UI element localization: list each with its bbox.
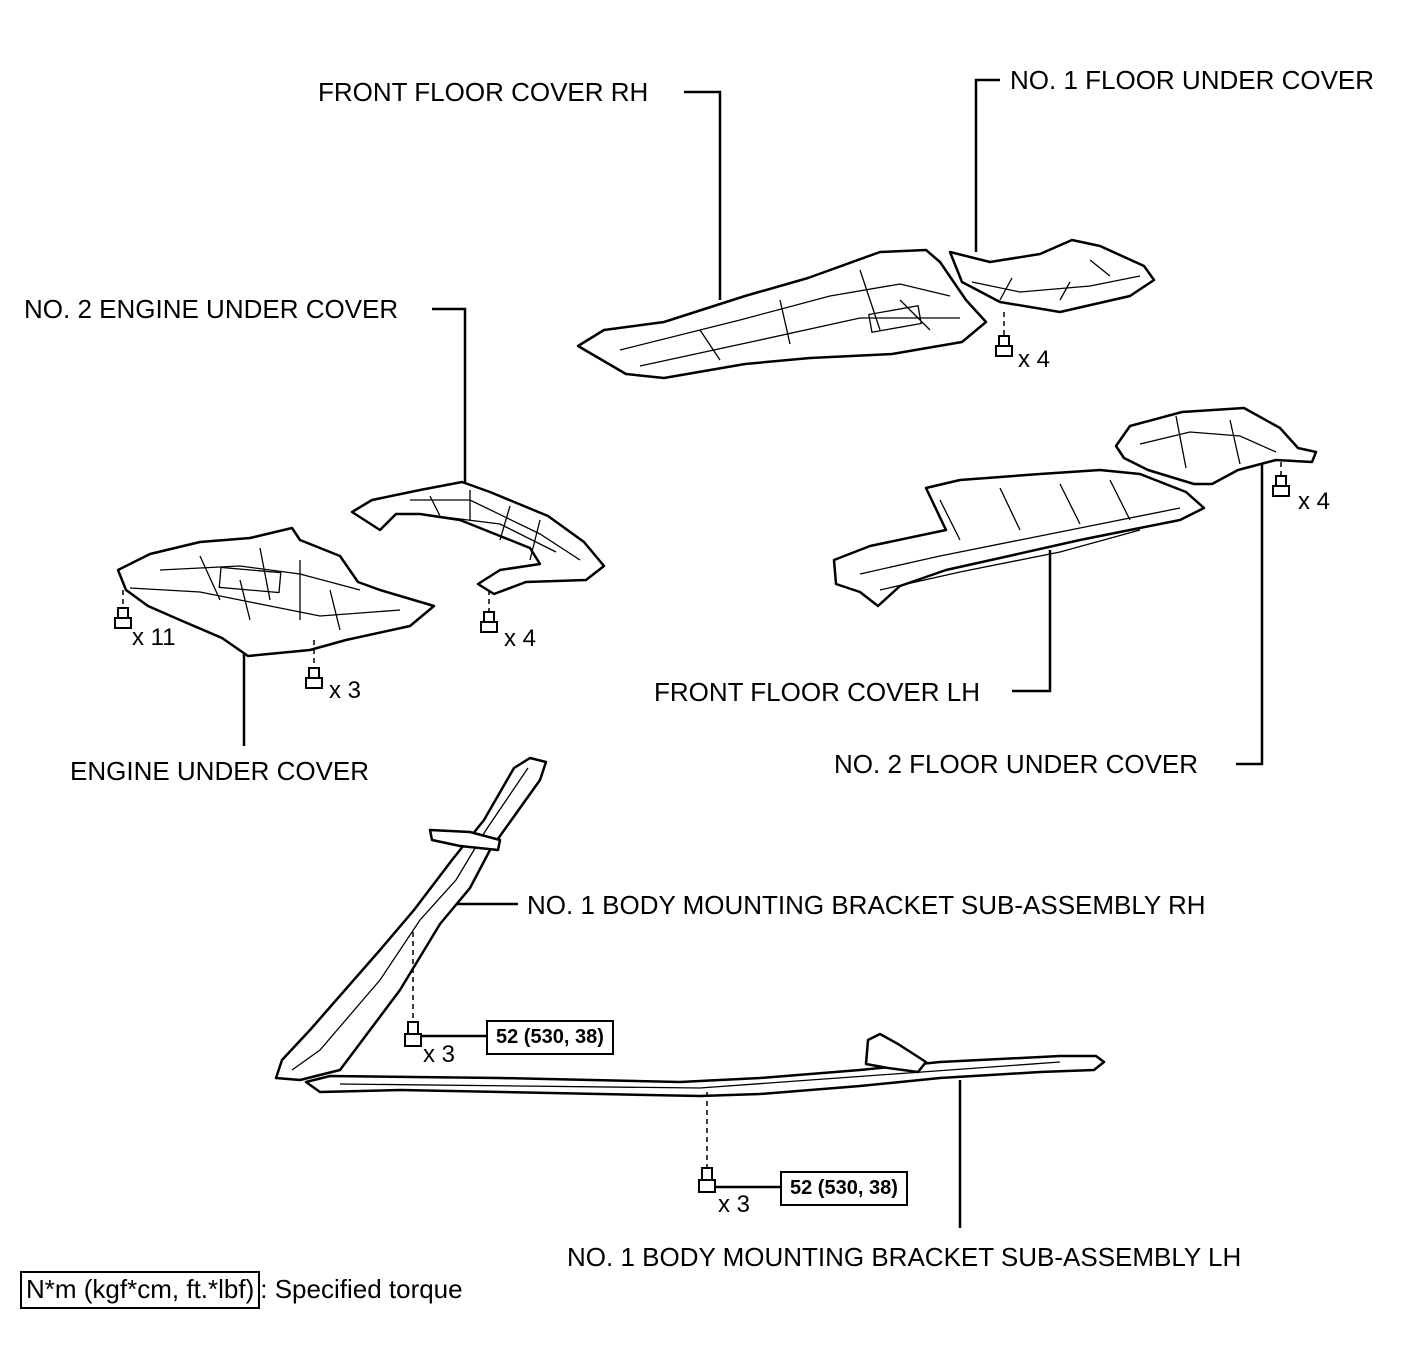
no1-floor-under-cover-part (948, 238, 1156, 314)
leader-front-floor-cover-rh (684, 90, 722, 300)
label-engine-under-cover: ENGINE UNDER COVER (70, 756, 370, 786)
bolt-icon (404, 1021, 422, 1047)
no2-floor-under-cover-part (1114, 406, 1318, 486)
label-front-floor-cover-rh: FRONT FLOOR COVER RH (318, 77, 649, 107)
bolt-icon (305, 667, 323, 689)
bolts (114, 312, 1290, 1193)
front-floor-cover-lh-part (832, 468, 1206, 608)
qty-no2-floor-under-cover: x 4 (1298, 488, 1331, 515)
qty-no2-engine-under-cover: x 4 (504, 625, 537, 652)
bolt-icon (1272, 475, 1290, 497)
bolt-icon (995, 335, 1013, 357)
label-no2-engine-under-cover: NO. 2 ENGINE UNDER COVER (24, 294, 399, 324)
torque-legend: N*m (kgf*cm, ft.*lbf): Specified torque (20, 1271, 463, 1309)
leader-no2-floor-under-cover (1236, 458, 1264, 766)
front-floor-cover-rh-part (576, 248, 988, 380)
bracket-lh-part (304, 1032, 1106, 1098)
label-no1-floor-under-cover: NO. 1 FLOOR UNDER COVER (1010, 65, 1375, 95)
torque-spec-bracket-rh: 52 (530, 38) (486, 1020, 614, 1055)
label-front-floor-cover-lh: FRONT FLOOR COVER LH (654, 677, 981, 707)
qty-no1-floor-under-cover: x 4 (1018, 346, 1051, 373)
label-bracket-lh: NO. 1 BODY MOUNTING BRACKET SUB-ASSEMBLY… (567, 1242, 1242, 1272)
qty-engine-under-cover-center: x 3 (329, 677, 362, 704)
qty-bracket-lh: x 3 (718, 1191, 751, 1218)
label-no2-floor-under-cover: NO. 2 FLOOR UNDER COVER (834, 749, 1199, 779)
leader-front-floor-cover-lh (1012, 550, 1052, 693)
no2-engine-under-cover-part (350, 480, 606, 596)
bracket-rh-part (274, 756, 548, 1082)
bolt-icon (698, 1167, 716, 1193)
engine-under-cover-part (116, 526, 436, 658)
bolt-icon (114, 607, 132, 629)
legend-description: : Specified torque (260, 1274, 463, 1304)
legend-unit-box: N*m (kgf*cm, ft.*lbf) (20, 1271, 261, 1309)
qty-engine-under-cover-left: x 11 (132, 624, 176, 651)
leader-no1-floor-under-cover (974, 78, 1000, 252)
leader-no2-engine-under-cover (432, 307, 467, 490)
label-bracket-rh: NO. 1 BODY MOUNTING BRACKET SUB-ASSEMBLY… (527, 890, 1206, 920)
bolt-icon (480, 611, 498, 633)
qty-bracket-rh: x 3 (423, 1041, 456, 1068)
torque-spec-bracket-lh: 52 (530, 38) (780, 1171, 908, 1206)
